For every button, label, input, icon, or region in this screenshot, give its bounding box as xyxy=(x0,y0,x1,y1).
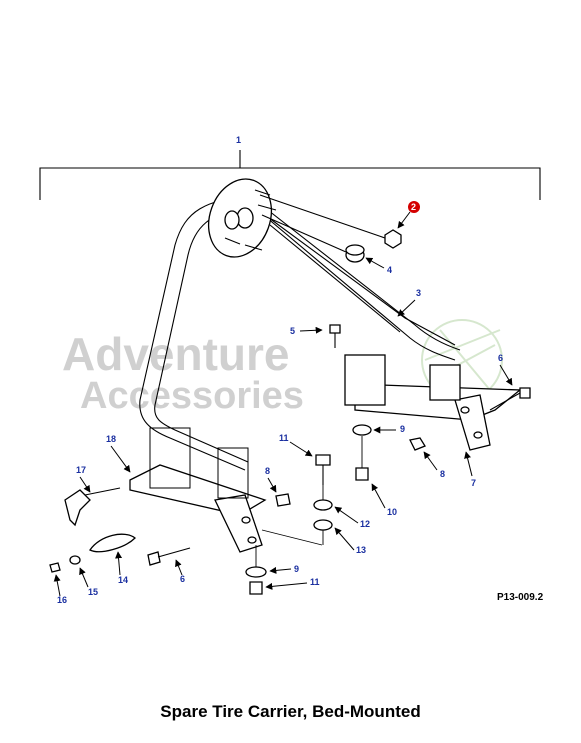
watermark-line1: Adventure xyxy=(62,328,289,380)
callout-8-right: 8 xyxy=(440,469,445,479)
callout-9-right: 9 xyxy=(400,424,405,434)
fasteners xyxy=(49,324,531,595)
right-mount-bracket xyxy=(344,354,522,451)
callout-11-lower: 11 xyxy=(310,577,320,587)
callout-1: 1 xyxy=(236,135,241,145)
lug-nut-part xyxy=(259,194,402,249)
highlight-marker xyxy=(408,201,420,213)
figure-code: P13-009.2 xyxy=(497,592,544,603)
callout-17: 17 xyxy=(76,465,86,475)
alignment-lines xyxy=(255,436,363,567)
assembly-bracket xyxy=(39,150,541,200)
callout-18: 18 xyxy=(106,434,116,444)
left-mount-bracket xyxy=(129,427,267,553)
hub-plate xyxy=(208,178,277,258)
leader-arrows xyxy=(53,211,513,597)
callout-13: 13 xyxy=(356,545,366,555)
callout-3: 3 xyxy=(416,288,421,298)
callout-14: 14 xyxy=(118,575,128,585)
callout-7: 7 xyxy=(471,478,476,488)
callout-5: 5 xyxy=(290,326,295,336)
diagram-caption: Spare Tire Carrier, Bed-Mounted xyxy=(160,702,421,721)
callout-4: 4 xyxy=(387,265,392,275)
callout-9-lower: 9 xyxy=(294,564,299,574)
callout-12: 12 xyxy=(360,519,370,529)
watermark-line2: Accessories xyxy=(80,375,304,417)
callout-labels: 1 2 3 4 5 6 7 8 8 9 9 10 11 11 12 13 14 … xyxy=(57,135,503,605)
callout-2: 2 xyxy=(411,202,416,212)
callout-11-upper: 11 xyxy=(279,433,289,443)
callout-6-left: 6 xyxy=(180,574,185,584)
callout-8-left: 8 xyxy=(265,466,270,476)
callout-16: 16 xyxy=(57,595,67,605)
hub-cap-part xyxy=(261,214,365,263)
watermark: Adventure Accessories xyxy=(62,319,503,417)
callout-6-right: 6 xyxy=(498,353,503,363)
callout-15: 15 xyxy=(88,587,98,597)
callout-10: 10 xyxy=(387,507,397,517)
